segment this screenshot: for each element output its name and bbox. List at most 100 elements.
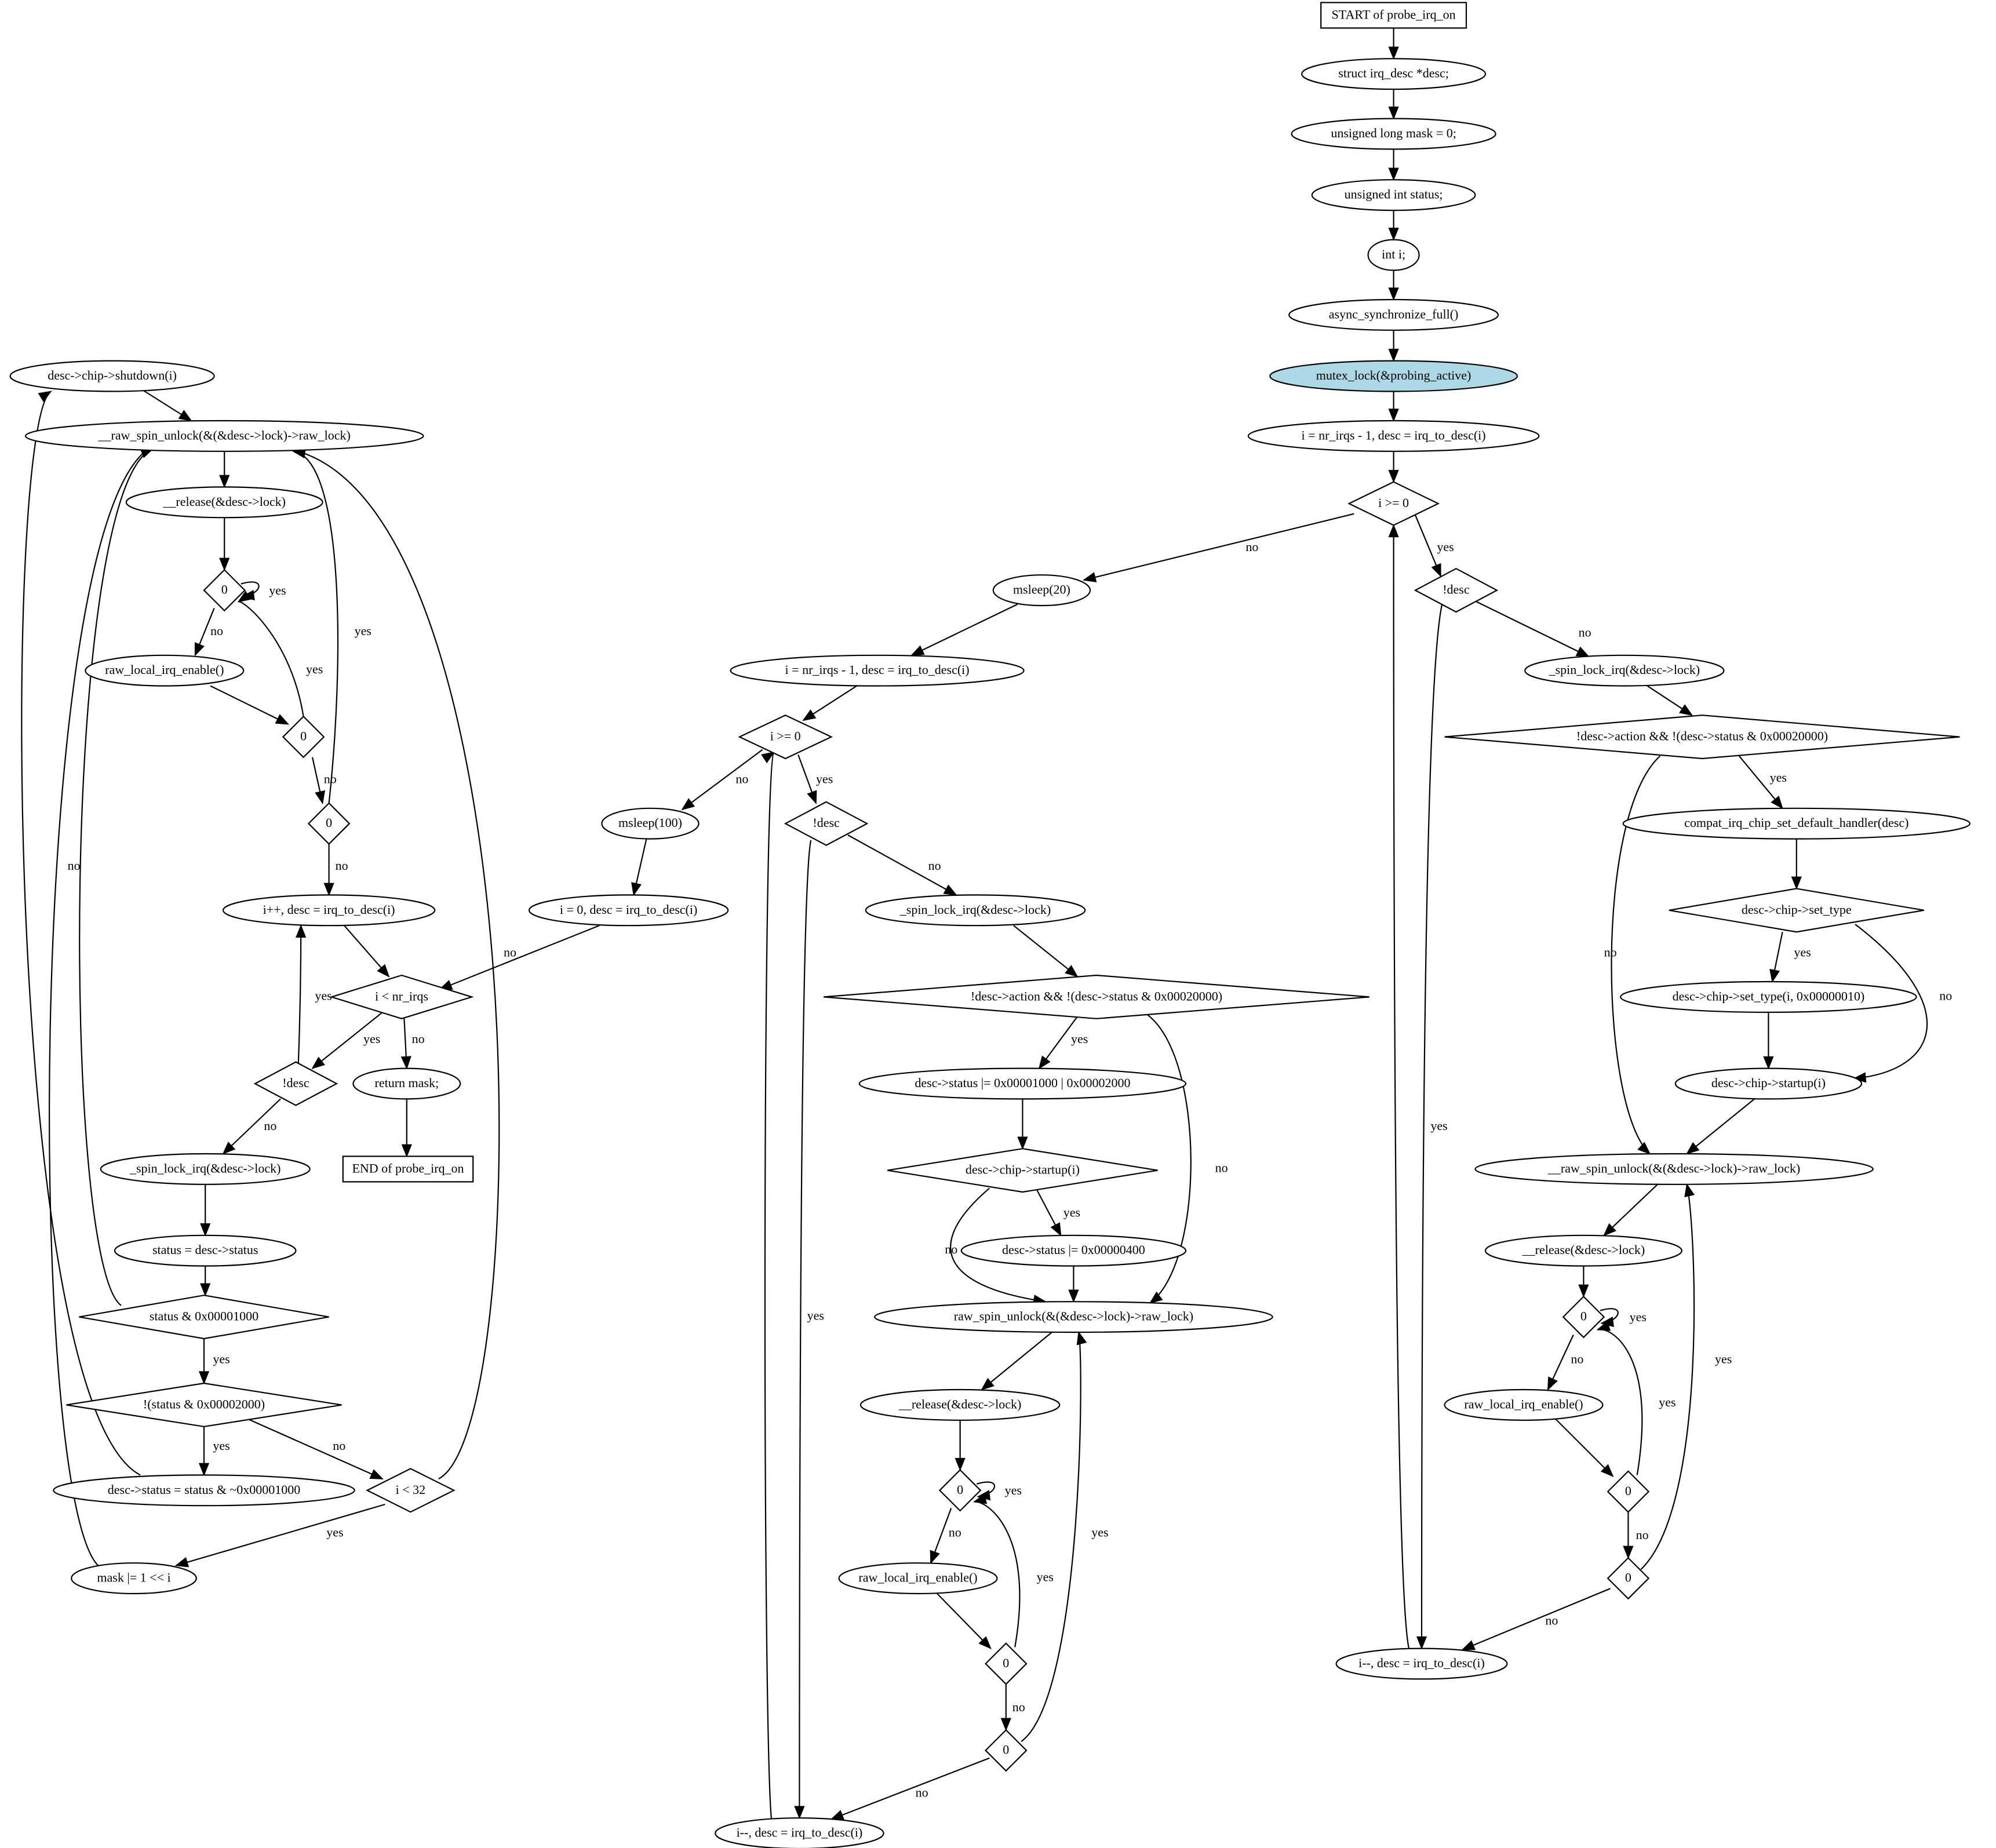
statement-ellipse — [858, 1067, 1187, 1100]
arrowhead — [1686, 1142, 1700, 1155]
statement-ellipse — [1484, 1234, 1682, 1267]
decision-diamond — [282, 715, 325, 759]
node-n-status: unsigned int status; — [1311, 179, 1476, 212]
edge-label: no — [210, 624, 223, 638]
edge-line — [981, 1332, 1052, 1390]
node-label: !desc — [1443, 582, 1470, 597]
arrowhead — [1431, 563, 1441, 578]
edge-n_lock3-to-n_getstat — [200, 1184, 211, 1237]
edge-line — [223, 1098, 281, 1154]
node-n-compat: compat_irq_chip_set_default_handler(desc… — [1622, 807, 1971, 840]
statement-ellipse — [1311, 179, 1476, 212]
node-n-async: async_synchronize_full() — [1288, 298, 1499, 331]
arrowhead — [807, 790, 817, 804]
node-label: status & 0x00001000 — [150, 1309, 258, 1324]
node-label: 0 — [1580, 1309, 1587, 1324]
edge-line — [1083, 513, 1354, 581]
node-label: struct irq_desc *desc; — [1338, 66, 1449, 81]
node-d-lt32: i < 32 — [366, 1468, 456, 1513]
node-d-desc1: !desc — [1414, 567, 1499, 613]
arrowhead — [369, 1469, 384, 1479]
edge-n_unlock3-to-n_release3 — [219, 451, 230, 489]
edge-start-to-n_desc — [1388, 28, 1399, 60]
statement-ellipse — [1269, 360, 1518, 392]
decision-diamond — [1669, 888, 1924, 933]
decision-diamond — [738, 714, 833, 760]
edge-line — [764, 752, 775, 1820]
edge-n_mask-to-n_status — [1388, 149, 1399, 181]
arrowhead — [1637, 1142, 1651, 1155]
node-label: !desc — [813, 815, 840, 830]
statement-ellipse — [1291, 118, 1496, 150]
arrowhead — [377, 964, 390, 978]
statement-ellipse — [1674, 1067, 1863, 1100]
node-d-z2b: 0 — [985, 1642, 1028, 1685]
node-d-desc3: !desc — [253, 1061, 338, 1106]
node-d-z3c: 0 — [307, 802, 351, 845]
statement-ellipse — [71, 1562, 197, 1595]
edge-d_z3a-to-n_rlie3: no — [194, 607, 223, 657]
arrowhead — [1575, 646, 1590, 657]
edge-line — [1462, 1588, 1611, 1650]
edge-label: yes — [306, 662, 323, 676]
arrowhead — [1050, 1222, 1062, 1237]
node-label: 0 — [1625, 1483, 1631, 1498]
edge-d_stat1-to-d_stat2: yes — [198, 1339, 230, 1385]
edge-n_msleep100-to-n_init3 — [631, 839, 647, 896]
edge-d_z3c-to-n_inc: no — [323, 844, 348, 896]
edge-label: no — [324, 771, 337, 786]
node-d-z1b: 0 — [1607, 1470, 1650, 1513]
node-label: raw_local_irq_enable() — [858, 1570, 977, 1585]
edge-line — [293, 450, 339, 804]
arrowhead — [219, 557, 230, 571]
node-label: raw_spin_unlock(&(&desc->lock)->raw_lock… — [954, 1309, 1193, 1324]
decision-diamond — [307, 802, 351, 845]
node-label: mask |= 1 << i — [97, 1570, 170, 1585]
edge-n_msleep20-to-n_init2 — [910, 603, 1018, 656]
edge-label: yes — [363, 1031, 380, 1046]
edge-d_z2b-to-d_z2a: yes — [972, 1493, 1054, 1647]
edge-n_setstat-to-d_startup2 — [1017, 1099, 1028, 1150]
node-label: i >= 0 — [770, 729, 801, 743]
edge-line — [1420, 604, 1443, 1649]
node-label: 0 — [300, 729, 307, 743]
edge-label: no — [916, 1785, 928, 1799]
node-n-lock3: _spin_lock_irq(&desc->lock) — [100, 1153, 311, 1185]
edge-d_stat2-to-d_lt32: no — [244, 1417, 384, 1480]
arrowhead — [400, 1056, 411, 1070]
statement-ellipse — [1335, 1647, 1508, 1680]
arrowhead — [1763, 1056, 1774, 1070]
node-d-desc2: !desc — [784, 801, 869, 846]
arrowhead — [222, 1142, 236, 1155]
node-label: raw_local_irq_enable() — [1464, 1397, 1583, 1411]
edge-label: no — [1545, 1613, 1558, 1627]
edge-n_startup1-to-n_unlock1 — [1686, 1098, 1755, 1155]
arrowhead — [1388, 348, 1399, 362]
edge-n_init2-to-d_loop2 — [802, 685, 857, 721]
arrowhead — [1679, 704, 1693, 716]
statement-ellipse — [1367, 239, 1420, 271]
node-label: _spin_lock_irq(&desc->lock) — [1549, 662, 1700, 677]
edge-n_rlie2-to-d_z2b — [937, 1593, 992, 1650]
edge-d_loop1-to-d_desc1: yes — [1414, 515, 1454, 578]
edge-n_release1-to-d_z1a — [1578, 1266, 1589, 1298]
node-d-z3b: 0 — [282, 715, 325, 759]
edge-label: no — [68, 858, 81, 873]
node-label: __raw_spin_unlock(&(&desc->lock)->raw_lo… — [98, 428, 351, 442]
node-label: __raw_spin_unlock(&(&desc->lock)->raw_lo… — [1547, 1161, 1800, 1175]
node-label: __release(&desc->lock) — [898, 1397, 1022, 1411]
node-label: msleep(100) — [618, 815, 682, 830]
node-label: desc->chip->set_type — [1742, 902, 1852, 917]
node-d-stat1: status & 0x00001000 — [79, 1295, 329, 1340]
edge-label: no — [412, 1031, 425, 1046]
decision-diamond — [366, 1468, 456, 1513]
edge-line — [21, 391, 141, 1476]
edge-line — [1853, 924, 1928, 1080]
edge-d_lt32-to-n_unlock3: no — [292, 447, 516, 1479]
node-d-stat2: !(status & 0x00002000) — [66, 1382, 342, 1427]
arrowhead — [296, 924, 307, 938]
node-n-mask: unsigned long mask = 0; — [1291, 118, 1496, 150]
arrowhead — [1771, 796, 1783, 810]
arrowhead — [315, 790, 325, 804]
